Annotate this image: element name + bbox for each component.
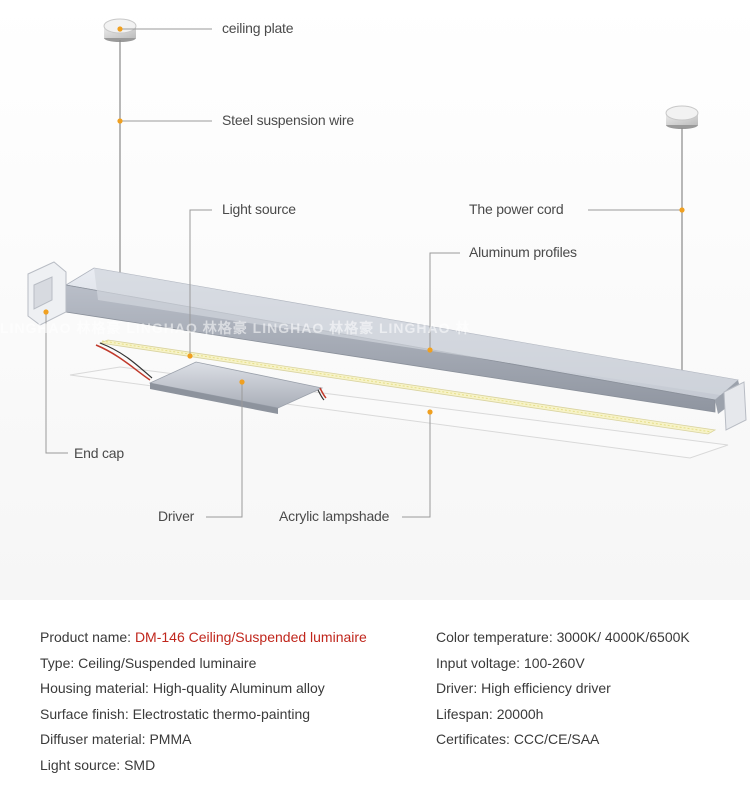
ceiling-plate-right <box>665 105 699 129</box>
leader-lines <box>45 28 682 518</box>
luminaire-illustration <box>0 0 750 600</box>
callout-acrylic-lampshade: Acrylic lampshade <box>279 508 390 524</box>
spec-value: SMD <box>124 756 156 773</box>
brand-watermark: LINGHAO 林格豪 LINGHAO 林格豪 LINGHAO 林格豪 LING… <box>0 320 471 336</box>
callout-end-cap: End cap <box>74 445 124 461</box>
spec-driver: Driver: High efficiency driver <box>436 676 690 702</box>
spec-label: Lifespan: <box>436 705 497 722</box>
spec-value: 3000K/ 4000K/6500K <box>556 629 690 645</box>
spec-label: Color temperature: <box>436 629 557 645</box>
spec-housing-material: Housing material: High-quality Aluminum … <box>40 676 367 702</box>
spec-value: PMMA <box>149 731 192 748</box>
spec-label: Housing material: <box>40 680 153 697</box>
end-cap-left <box>27 261 67 326</box>
aluminum-profile <box>64 267 742 414</box>
spec-label: Surface finish: <box>40 705 133 722</box>
spec-color-temperature: Color temperature: 3000K/ 4000K/6500K <box>436 625 690 651</box>
spec-column-right: Color temperature: 3000K/ 4000K/6500K In… <box>436 625 690 753</box>
spec-value: 100-260V <box>523 654 585 671</box>
spec-label: Diffuser material: <box>40 731 150 748</box>
callout-driver: Driver <box>158 508 195 524</box>
spec-column-left: Product name: DM-146 Ceiling/Suspended l… <box>40 625 367 779</box>
spec-label: Product name: <box>40 629 135 645</box>
callout-dots <box>43 26 685 415</box>
callout-aluminum-profiles: Aluminum profiles <box>469 244 577 260</box>
spec-value: Ceiling/Suspended luminaire <box>78 654 257 671</box>
callout-suspension-wire: Steel suspension wire <box>222 112 354 128</box>
spec-light-source: Light source: SMD <box>40 753 367 779</box>
spec-value: Electrostatic thermo-painting <box>132 705 311 722</box>
spec-label: Input voltage: <box>436 654 524 671</box>
spec-label: Certificates: <box>436 731 514 748</box>
spec-input-voltage: Input voltage: 100-260V <box>436 651 690 677</box>
spec-surface-finish: Surface finish: Electrostatic thermo-pai… <box>40 702 367 728</box>
product-name-value: DM-146 Ceiling/Suspended luminaire <box>134 629 367 645</box>
spec-value: 20000h <box>496 705 544 722</box>
end-cap-right <box>723 381 747 431</box>
spec-value: High-quality Aluminum alloy <box>152 680 325 697</box>
spec-product-name: Product name: DM-146 Ceiling/Suspended l… <box>40 625 367 651</box>
spec-diffuser-material: Diffuser material: PMMA <box>40 727 367 753</box>
spec-label: Light source: <box>40 756 125 773</box>
exploded-diagram: LINGHAO 林格豪 LINGHAO 林格豪 LINGHAO 林格豪 LING… <box>0 0 750 600</box>
spec-section: Product name: DM-146 Ceiling/Suspended l… <box>0 615 750 800</box>
callout-light-source: Light source <box>222 201 296 217</box>
spec-label: Type: <box>40 654 79 671</box>
spec-lifespan: Lifespan: 20000h <box>436 702 690 728</box>
spec-certificates: Certificates: CCC/CE/SAA <box>436 727 690 753</box>
spec-value: CCC/CE/SAA <box>513 731 600 748</box>
callout-power-cord: The power cord <box>469 201 564 217</box>
spec-type: Type: Ceiling/Suspended luminaire <box>40 651 367 677</box>
callout-ceiling-plate: ceiling plate <box>222 20 294 36</box>
spec-label: Driver: <box>436 680 482 697</box>
driver-box <box>95 342 327 414</box>
spec-value: High efficiency driver <box>481 680 611 697</box>
